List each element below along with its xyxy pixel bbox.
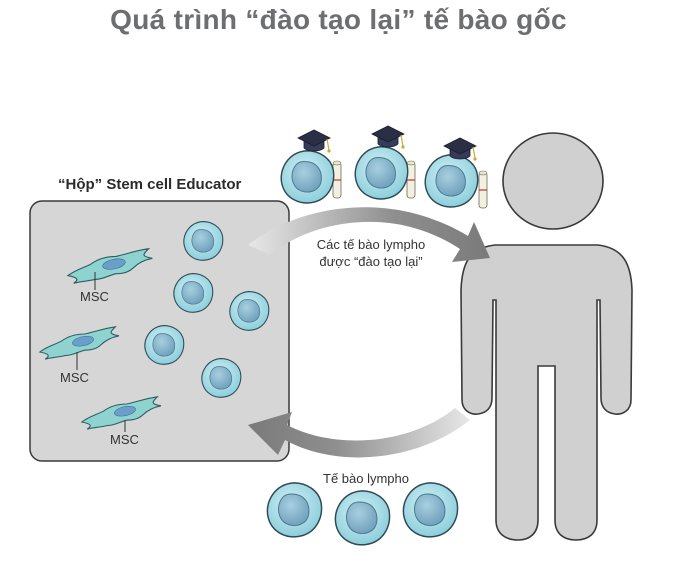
lymphocyte-cell-icon <box>266 482 323 538</box>
educator-box-label: “Hộp” Stem cell Educator <box>58 176 242 193</box>
educated-lymphocytes-caption: Các tế bào lympho được “đào tạo lại” <box>296 236 446 270</box>
msc-label: MSC <box>80 289 109 304</box>
msc-cell-1 <box>67 248 153 290</box>
graduation-cap-icon <box>371 125 406 150</box>
lymphocyte-cell-icon <box>334 490 391 546</box>
lymphocyte-cell-icon <box>173 273 214 313</box>
lymphocyte-cell-icon <box>201 358 242 398</box>
msc-label: MSC <box>110 432 139 447</box>
lymphocyte-cell-icon <box>229 291 270 331</box>
lymphocyte-cell-icon <box>183 221 224 261</box>
educated-lymphocyte-1 <box>280 129 342 204</box>
graduation-cap-icon <box>297 129 332 154</box>
educated-caption-line1: Các tế bào lympho <box>316 237 426 252</box>
person-silhouette-icon <box>460 132 633 541</box>
msc-label: MSC <box>60 370 89 385</box>
msc-cell-3 <box>81 396 162 432</box>
educated-lymphocyte-3 <box>424 137 488 209</box>
page-title: Quá trình “đào tạo lại” tế bào gốc <box>110 4 567 35</box>
educated-lymphocyte-2 <box>354 125 416 200</box>
arrow-to-person <box>248 207 490 262</box>
lymphocytes-caption: Tế bào lympho <box>323 471 409 486</box>
arrow-to-box <box>248 408 470 458</box>
msc-cell-2 <box>39 326 120 370</box>
educated-caption-line2: được “đào tạo lại” <box>319 254 423 269</box>
lymphocyte-cell-icon <box>144 325 185 365</box>
lymphocyte-cell-icon <box>402 482 459 538</box>
